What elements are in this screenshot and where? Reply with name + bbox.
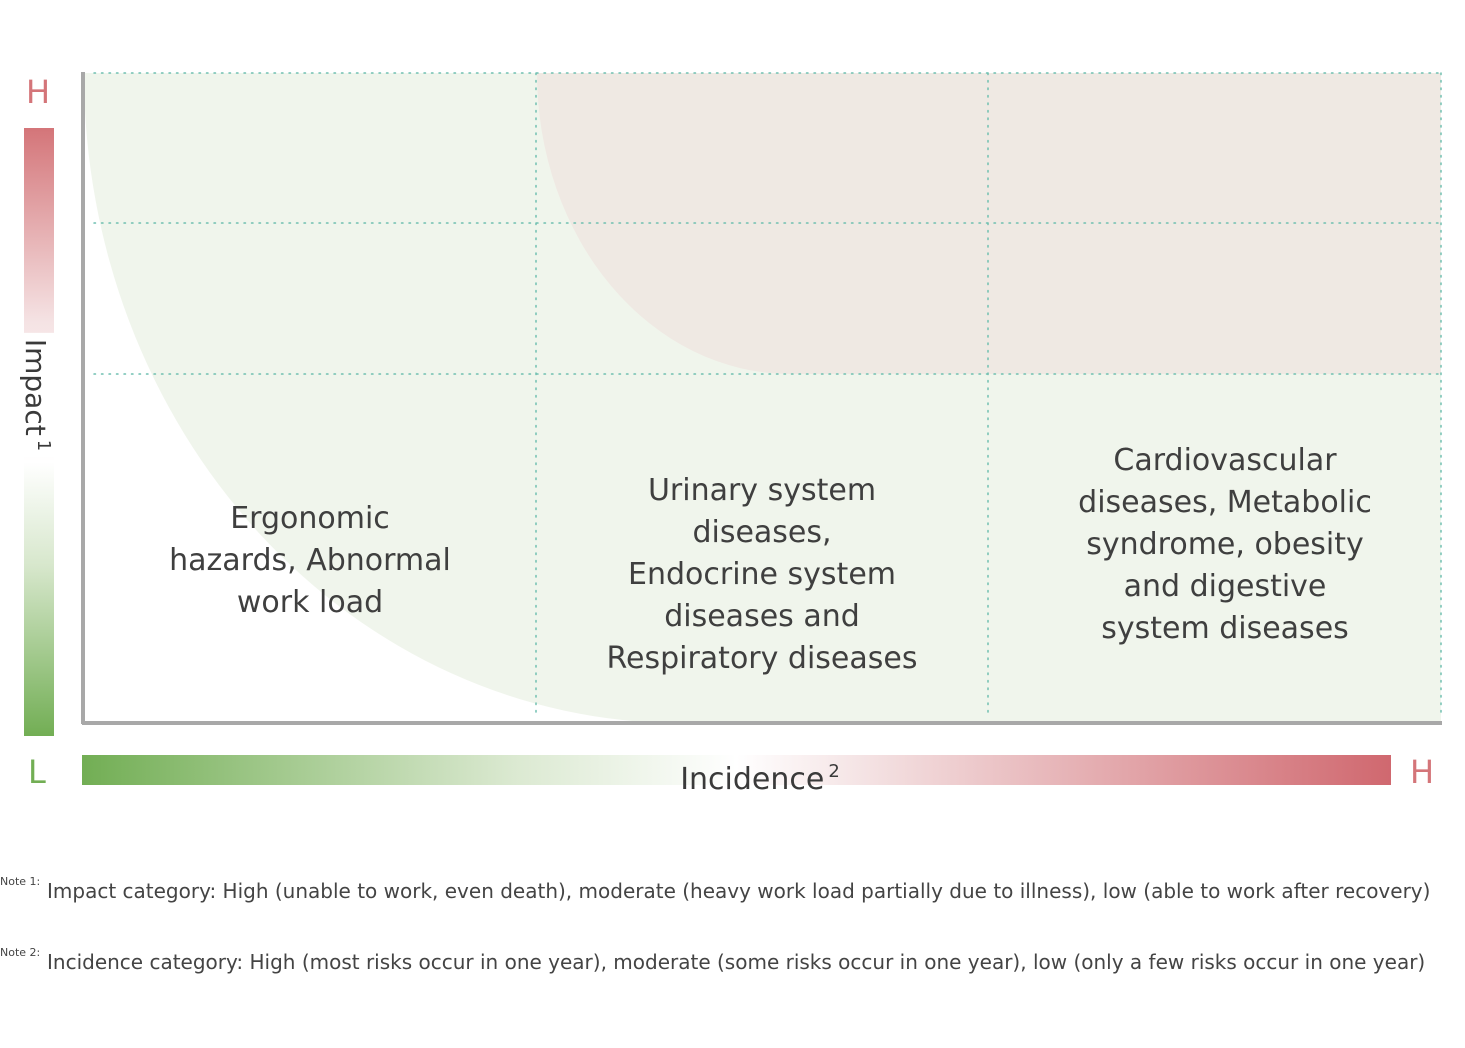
cell-moderate-incidence-low-impact: Urinary system diseases, Endocrine syste… (606, 473, 918, 676)
impact-axis-note-ref: 1 (33, 439, 54, 452)
impact-low-label: L (28, 753, 46, 791)
matrix-plot-area (81, 72, 1442, 725)
risk-matrix-chart: Ergonomic hazards, Abnormal work load Ur… (19, 72, 1442, 800)
impact-axis-title: Impact 1 (19, 332, 59, 458)
footnote-marker: Note 1: (0, 875, 41, 888)
incidence-axis-text: Incidence (680, 762, 825, 797)
footnote-marker: Note 2: (0, 946, 41, 959)
footnote-text: Incidence category: High (most risks occ… (47, 950, 1426, 974)
impact-high-label: H (26, 73, 51, 111)
footnote-text: Impact category: High (unable to work, e… (47, 879, 1431, 903)
cell-low-incidence-low-impact: Ergonomic hazards, Abnormal work load (169, 501, 451, 620)
high-risk-zone (537, 73, 1441, 374)
footnote-incidence: Note 2: Incidence category: High (most r… (0, 946, 1465, 979)
incidence-axis-note-ref: 2 (828, 761, 840, 782)
incidence-gradient-bar (82, 755, 1391, 785)
cell-high-incidence-low-impact: Cardiovascular diseases, Metabolic syndr… (1078, 443, 1372, 646)
footnote-impact: Note 1: Impact category: High (unable to… (0, 875, 1465, 908)
impact-axis-text: Impact (19, 338, 52, 436)
incidence-high-label: H (1410, 753, 1435, 791)
